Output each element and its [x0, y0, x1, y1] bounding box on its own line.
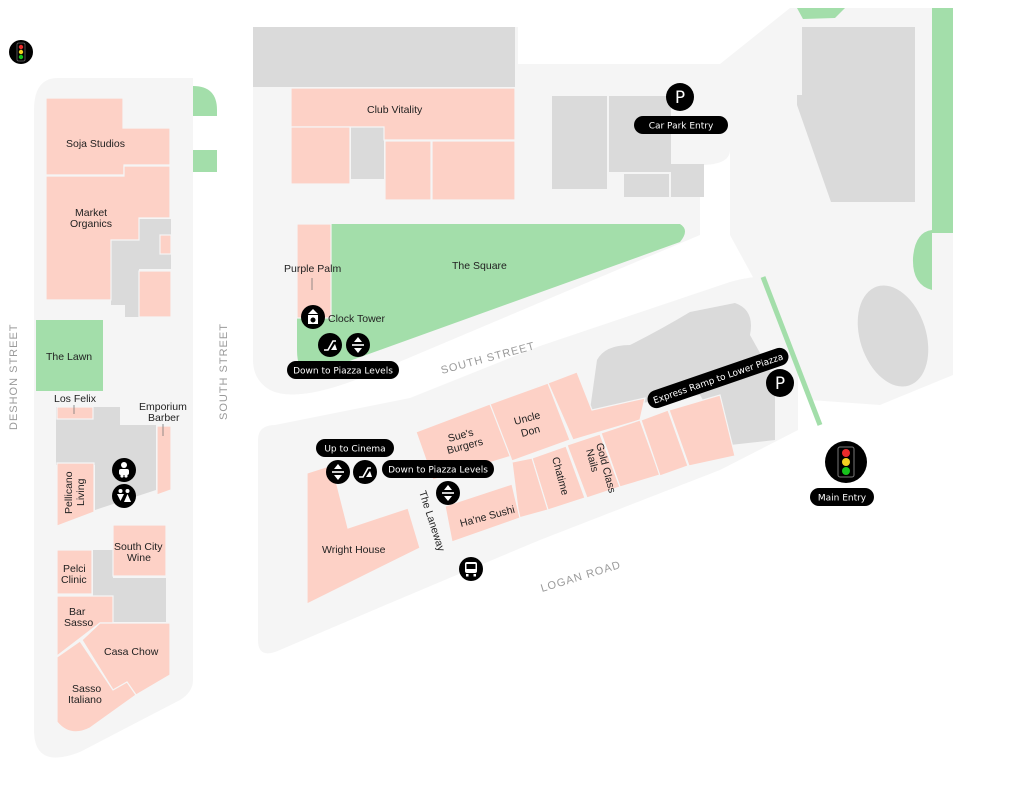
store-east-3[interactable]	[668, 394, 736, 467]
stores[interactable]	[45, 87, 736, 733]
store-pelci-clinic[interactable]	[56, 549, 93, 595]
store-cv-1[interactable]	[290, 126, 351, 185]
label-the-lawn: The Lawn	[46, 351, 92, 363]
store-sasso-italiano[interactable]	[56, 640, 137, 733]
down-to-piazza-pill-top[interactable]: Down to Piazza Levels	[287, 361, 399, 379]
store-uncle-don[interactable]	[489, 382, 571, 462]
svg-text:P: P	[775, 374, 785, 394]
store-east-2[interactable]	[640, 409, 689, 477]
green-east-round	[912, 230, 932, 290]
label-pelci-2: Clinic	[61, 574, 87, 586]
label-uncle-2: Don	[520, 423, 542, 440]
svg-text:P: P	[675, 88, 685, 108]
green-square-small	[193, 150, 217, 172]
store-market-organics[interactable]	[45, 165, 171, 301]
parking-icon-express[interactable]: P	[766, 369, 794, 397]
store-cv-2[interactable]	[384, 140, 432, 201]
main-entry-pill[interactable]: Main Entry	[810, 488, 874, 506]
label-emporium-2: Barber	[148, 412, 180, 424]
label-wright-house: Wright House	[322, 544, 386, 556]
bus-icon[interactable]	[459, 557, 483, 581]
east-oval-building	[857, 285, 929, 387]
green-corner-top	[193, 86, 217, 116]
label-purple-palm: Purple Palm	[284, 263, 341, 275]
label-market-organics-1: Market	[75, 207, 107, 219]
ramp-icon-top[interactable]	[318, 333, 342, 357]
store-top-corner[interactable]	[547, 371, 646, 441]
svg-text:Down to Piazza Levels: Down to Piazza Levels	[293, 367, 393, 377]
store-between[interactable]	[511, 457, 549, 519]
logan-road-label: LOGAN ROAD	[539, 559, 622, 595]
deshon-street-label: DESHON STREET	[8, 323, 20, 430]
traffic-light-icon-main-entry[interactable]	[825, 441, 867, 483]
south-street-vertical-label: SOUTH STREET	[218, 323, 230, 420]
east-large-building	[797, 27, 915, 202]
carpark-bldg-3	[624, 174, 669, 197]
down-to-piazza-pill-bottom[interactable]: Down to Piazza Levels	[382, 460, 494, 478]
store-labels: Soja Studios Market Organics The Lawn Lo…	[46, 104, 618, 706]
amenities-area	[56, 407, 156, 510]
clock-tower-icon[interactable]	[301, 305, 325, 329]
lift-icon-cinema[interactable]	[326, 460, 350, 484]
store-pellicano-living[interactable]	[56, 462, 95, 527]
label-south-city-1: South City	[114, 541, 163, 553]
carpark-bldg-1	[552, 96, 607, 189]
store-cv-3[interactable]	[431, 140, 516, 201]
label-sasso-italiano-2: Italiano	[68, 694, 102, 706]
club-vitality-service	[351, 127, 384, 179]
label-casa-chow: Casa Chow	[104, 646, 159, 658]
label-the-square: The Square	[452, 260, 507, 272]
market-service-2	[139, 219, 171, 269]
svg-text:Main Entry: Main Entry	[818, 494, 867, 504]
label-bar-sasso-1: Bar	[69, 606, 86, 618]
label-south-city-2: Wine	[127, 552, 151, 564]
label-pellicano-2: Living	[75, 478, 87, 506]
svg-text:Down to Piazza Levels: Down to Piazza Levels	[388, 466, 488, 476]
label-pelci-1: Pelci	[63, 563, 86, 575]
parking-icon-carpark[interactable]: P	[666, 83, 694, 111]
store-emporium-barber[interactable]	[156, 425, 172, 496]
store-south-city-wine[interactable]	[112, 524, 167, 577]
label-los-felix: Los Felix	[54, 393, 97, 405]
label-pellicano-1: Pellicano	[63, 471, 75, 514]
service-buildings	[56, 27, 929, 622]
store-market-small-2[interactable]	[138, 270, 172, 318]
label-clock-tower: Clock Tower	[328, 313, 385, 325]
store-hane-sushi[interactable]	[444, 483, 521, 543]
label-club-vitality: Club Vitality	[367, 104, 423, 116]
green-east-strip	[932, 8, 953, 233]
top-carpark-building	[253, 27, 515, 87]
the-lawn-area	[36, 320, 103, 391]
toilets-icon[interactable]	[112, 484, 136, 508]
lift-icon-top[interactable]	[346, 333, 370, 357]
baby-change-icon[interactable]	[112, 458, 136, 482]
label-sasso-italiano-1: Sasso	[72, 683, 101, 695]
store-purple-palm[interactable]	[296, 223, 332, 319]
lift-icon-laneway[interactable]	[436, 481, 460, 505]
store-market-small-1[interactable]	[159, 234, 172, 255]
label-market-organics-2: Organics	[70, 218, 112, 230]
ramp-icon-cinema[interactable]	[353, 460, 377, 484]
south-city-service	[93, 550, 166, 622]
clock-tower-green	[297, 318, 318, 368]
svg-text:Car Park Entry: Car Park Entry	[649, 122, 714, 132]
market-service-3	[125, 305, 139, 317]
store-soja-studios[interactable]	[45, 97, 171, 176]
store-los-felix[interactable]	[56, 406, 94, 420]
green-top-right-sliver	[797, 8, 845, 19]
traffic-light-icon-topleft[interactable]	[9, 40, 33, 64]
green-areas	[36, 8, 953, 426]
carpark-bldg-4	[671, 164, 704, 197]
market-service-1	[111, 240, 139, 305]
the-square-area	[318, 224, 685, 368]
green-entry-line	[760, 276, 823, 426]
car-park-entry-pill[interactable]: Car Park Entry	[634, 116, 728, 134]
up-to-cinema-pill[interactable]: Up to Cinema	[316, 439, 394, 457]
label-bar-sasso-2: Sasso	[64, 617, 93, 629]
label-emporium-1: Emporium	[139, 401, 187, 413]
label-gold-2: Nails	[583, 448, 601, 474]
label-soja-studios: Soja Studios	[66, 138, 125, 150]
svg-text:Up to Cinema: Up to Cinema	[324, 445, 385, 455]
express-ramp-building	[590, 303, 775, 445]
